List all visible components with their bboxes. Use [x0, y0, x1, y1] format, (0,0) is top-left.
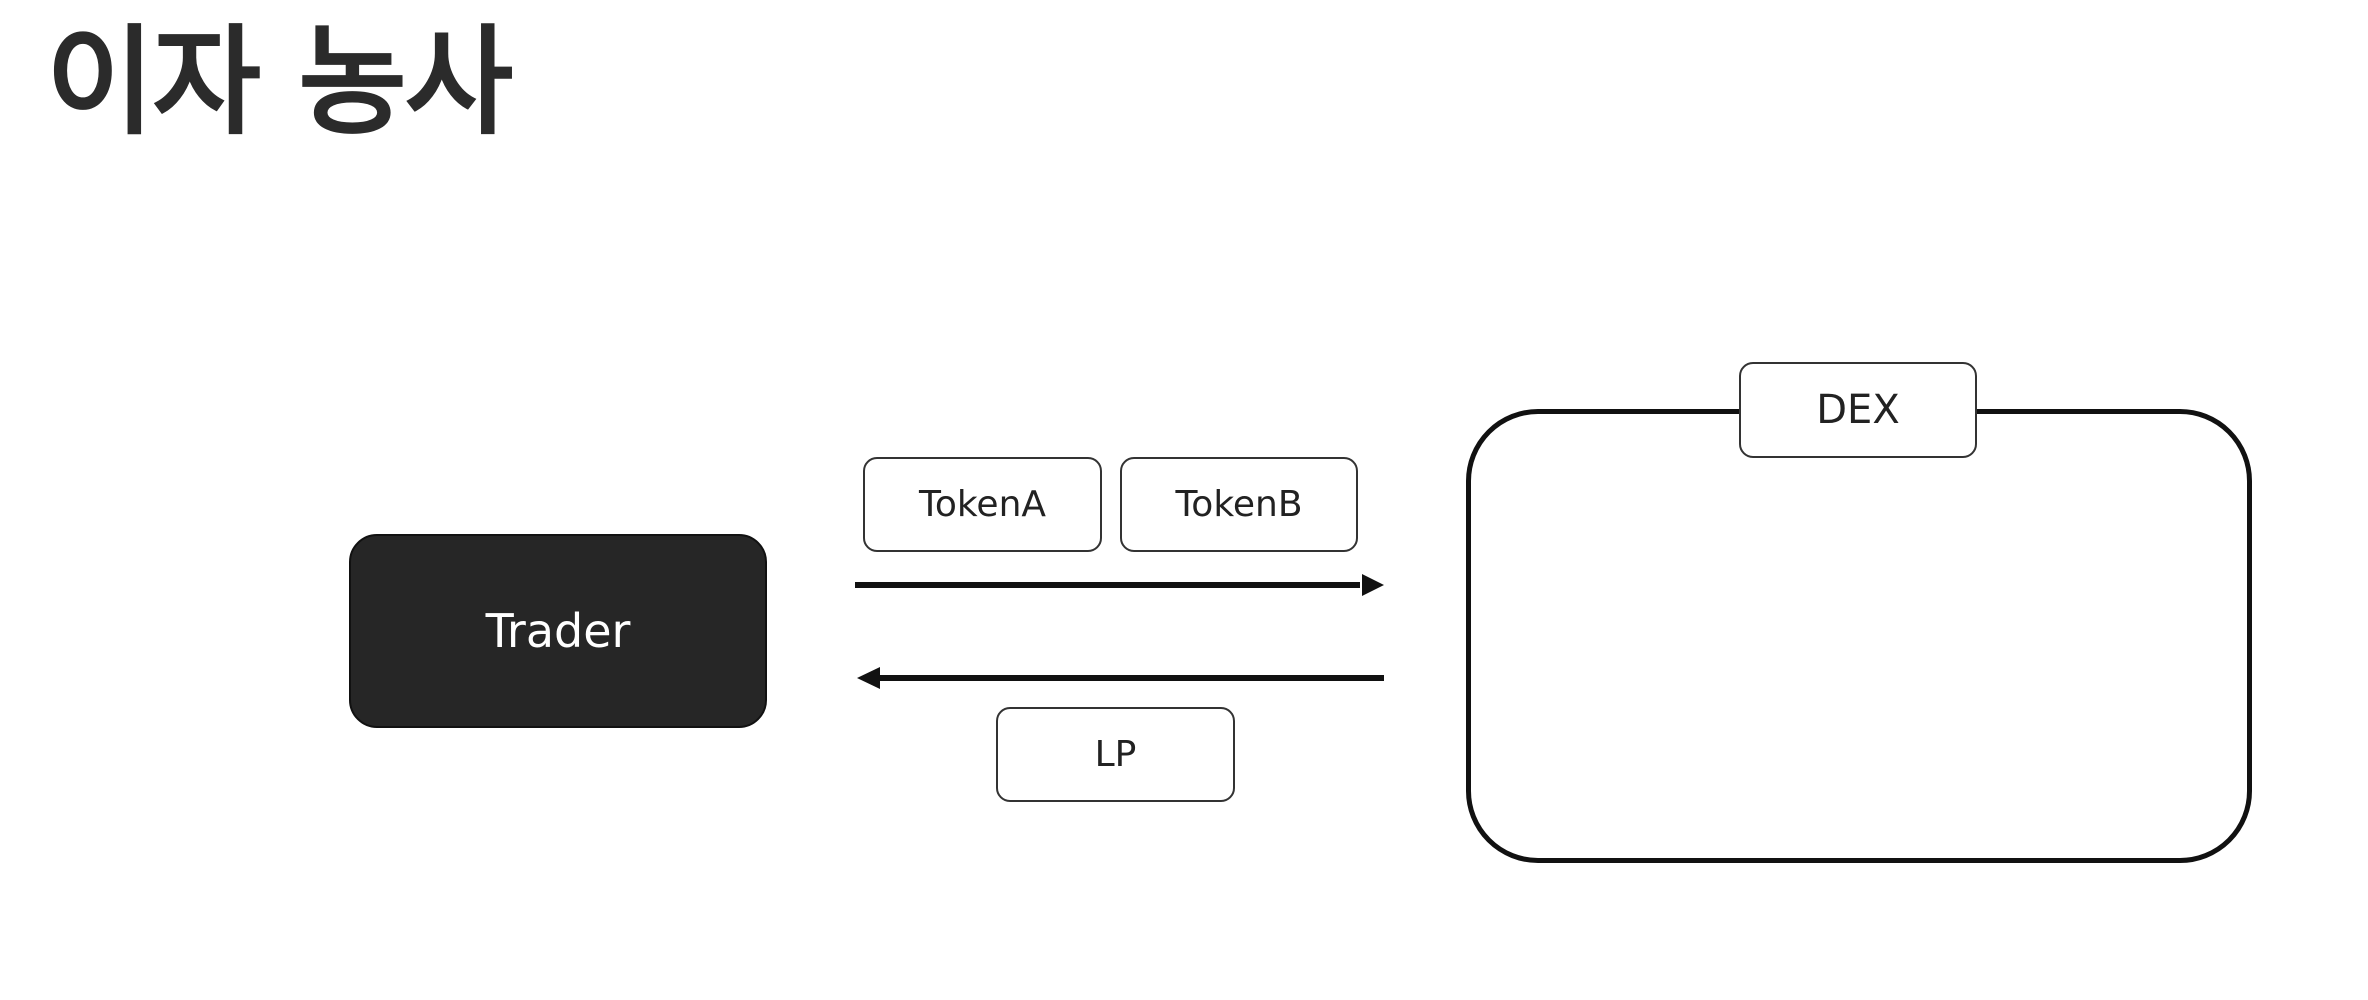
arrow-to-dex [855, 574, 1384, 596]
dex-label: DEX [1739, 362, 1977, 458]
trader-node: Trader [349, 534, 767, 728]
token-b-chip: TokenB [1120, 457, 1358, 552]
token-a-chip: TokenA [863, 457, 1102, 552]
arrow-to-trader [857, 667, 1384, 689]
dex-node [1466, 409, 2252, 863]
page-title: 이자 농사 [46, 13, 513, 151]
trader-label: Trader [485, 604, 631, 658]
lp-chip: LP [996, 707, 1235, 802]
